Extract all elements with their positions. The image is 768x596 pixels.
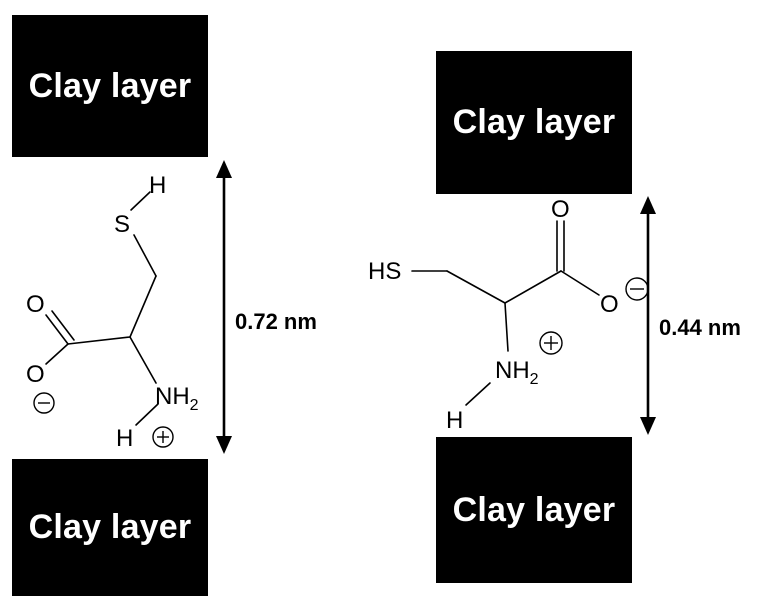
bond-n-h [135,403,159,426]
right-cysteine-molecule: HS O O NH2 H 0.44 nm [368,196,741,435]
bond-carboxylate [560,270,600,296]
bond-ch2-calpha [129,275,157,338]
clay-layer-label: Clay layer [452,103,616,141]
bond-calpha-ccarboxyl [504,270,562,304]
positive-charge-icon [152,426,174,448]
negative-charge-icon [33,392,55,414]
clay-layer-label: Clay layer [452,490,616,529]
bond-ch2-calpha [446,270,506,304]
atom-thiol-group: HS [368,258,401,285]
bond-calpha-ccarboxyl [67,336,131,345]
bond-calpha-n [129,336,157,384]
distance-arrow-right [640,196,656,435]
clay-layer-top-right: Clay layer [436,51,632,194]
bond-carbonyl-double-1 [45,314,69,345]
atom-carboxylate-oxygen: O [600,291,619,318]
atom-amine-nitrogen: NH2 [495,357,539,388]
bond-carbonyl-double-2 [51,310,75,341]
amine-label: NH [495,357,530,384]
bond-carboxylate [45,343,69,365]
clay-layer-label: Clay layer [28,508,192,546]
amine-label: NH [155,383,190,410]
clay-layer-label: Clay layer [28,66,192,105]
atom-amine-hydrogen: H [116,425,133,452]
negative-charge-icon [625,277,649,301]
clay-layer-bottom-left: Clay layer [12,459,208,596]
atom-carboxylate-oxygen: O [26,361,45,388]
atom-carbonyl-oxygen: O [551,196,570,223]
bond-calpha-n [504,302,509,352]
atom-sulfur: S [114,211,130,238]
bond-s-ch2 [133,234,157,277]
atom-thiol-hydrogen: H [149,172,166,199]
left-cysteine-molecule: S H O O NH2 H 0.72 nm [26,160,317,454]
amine-subscript: 2 [530,371,539,388]
distance-label-left: 0.72 nm [235,309,317,334]
positive-charge-icon [539,331,563,355]
bond-n-h [465,382,491,406]
clay-layer-bottom-right: Clay layer [436,437,632,583]
atom-amine-nitrogen: NH2 [155,383,199,414]
atom-carbonyl-oxygen: O [26,291,45,318]
atom-amine-hydrogen: H [446,407,463,434]
distance-label-right: 0.44 nm [659,315,741,340]
bond-s-h [130,191,151,211]
amine-subscript: 2 [190,397,199,414]
distance-arrow-left [216,160,232,454]
clay-layer-top-left: Clay layer [12,15,208,157]
